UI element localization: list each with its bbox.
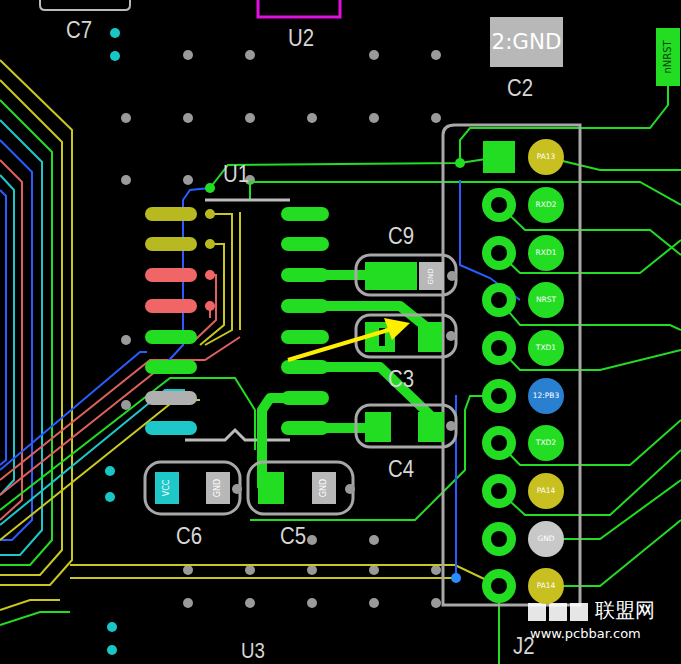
u1-outline — [185, 430, 290, 440]
u2-outline — [258, 0, 340, 17]
pin-name: 2:GND — [492, 31, 562, 52]
pin-name: 12:PB3 — [533, 392, 560, 400]
watermark: www.pcbbar.com — [530, 627, 641, 640]
trace-blue — [460, 180, 520, 300]
via — [205, 183, 215, 193]
j2-outline — [443, 125, 580, 605]
part-designator: U2 — [288, 26, 314, 50]
cap-pad: GND — [206, 472, 230, 504]
power-traces — [262, 275, 430, 488]
pin-pad: PA13 — [528, 139, 564, 175]
part-designator: C9 — [388, 224, 414, 248]
net-label-box: nNRST — [656, 28, 680, 86]
cap-outlines — [145, 255, 456, 514]
via — [446, 331, 456, 341]
pin-pad: 12:PB3 — [528, 378, 564, 414]
pin-name: NRST — [536, 296, 556, 304]
pin-name: GND — [428, 268, 435, 284]
watermark-logo — [528, 603, 588, 621]
c7-outline — [40, 0, 130, 10]
pin-pad: NRST — [528, 282, 564, 318]
pin-pad: RXD1 — [528, 235, 564, 271]
cap-pad: VCC — [155, 472, 179, 504]
pin-pad: PA14 — [528, 473, 564, 509]
part-designator: C2 — [507, 76, 533, 100]
pin-pad: RXD2 — [528, 187, 564, 223]
pin-name: VCC — [163, 480, 171, 497]
pin1-pad — [483, 141, 515, 173]
vias — [105, 28, 120, 655]
via — [345, 484, 355, 494]
pin-name: GND — [320, 479, 328, 497]
part-designator: C4 — [388, 457, 414, 481]
pin-pad: PA14 — [528, 568, 564, 604]
traces — [210, 85, 681, 664]
part-designator: U1 — [223, 162, 249, 186]
trace-bundle — [0, 60, 499, 625]
pin-name: RXD2 — [536, 201, 557, 209]
pin-name: PA14 — [537, 582, 556, 590]
part-designator: C3 — [388, 367, 414, 391]
cap-pads — [258, 262, 444, 504]
part-designator: C6 — [176, 524, 202, 548]
via — [232, 484, 242, 494]
pin-name: PA14 — [537, 487, 556, 495]
pin-name: GND — [537, 535, 554, 543]
via — [455, 158, 465, 168]
cap-pad: GND — [312, 472, 336, 504]
highlight-arrow — [288, 318, 410, 360]
part-designator: U3 — [241, 640, 265, 662]
watermark: 联盟网 — [595, 600, 655, 620]
via — [447, 271, 457, 281]
pin-pad: TXD1 — [528, 330, 564, 366]
u1-outline — [205, 199, 290, 202]
via — [451, 573, 461, 583]
pin-name: RXD1 — [536, 249, 557, 257]
pin-name: PA13 — [537, 153, 556, 161]
u1-pad-vias — [205, 209, 215, 249]
pad-label-box: 2:GND — [490, 17, 563, 67]
cap-pad: GND — [419, 262, 444, 290]
u1-pad-vias — [205, 270, 215, 311]
part-designator: C7 — [66, 18, 92, 42]
pad-holes — [491, 197, 507, 594]
j2-pads — [482, 188, 516, 603]
part-designator: C5 — [280, 524, 306, 548]
pin-name: GND — [214, 479, 222, 497]
pin-pad: TXD2 — [528, 425, 564, 461]
grid-dots — [121, 50, 441, 608]
via — [446, 421, 456, 431]
pin-name: TXD1 — [536, 344, 556, 352]
pin-name: TXD2 — [536, 439, 556, 447]
pin-pad: GND — [528, 521, 564, 557]
pin-name: nNRST — [663, 40, 673, 73]
